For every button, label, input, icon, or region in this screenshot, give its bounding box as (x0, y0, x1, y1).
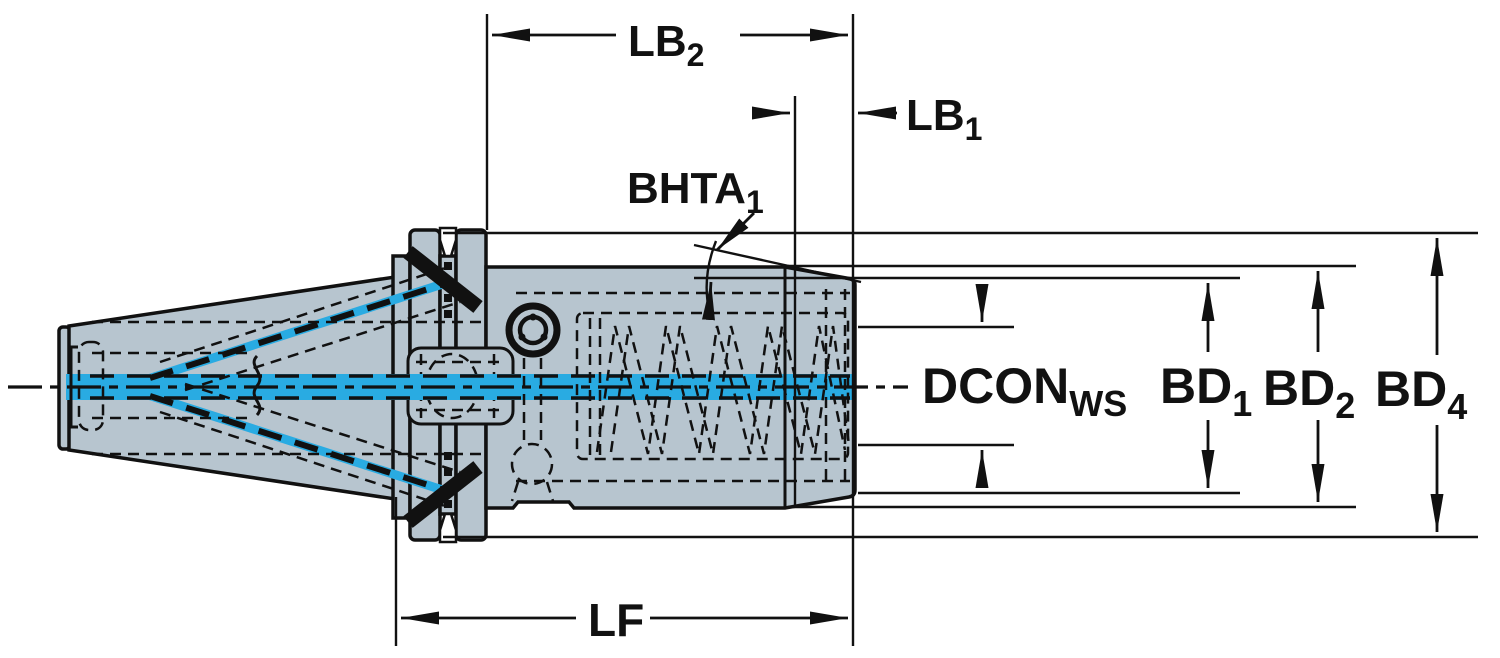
flange-drive-slot-bottom (403, 461, 483, 528)
spring-hidden-detail (595, 325, 847, 455)
dimension-label-bd4: BD4 (1375, 361, 1467, 427)
v-groove-bottom (438, 512, 458, 544)
dimension-label-bd1: BD1 (1160, 358, 1252, 424)
dimension-label-bd2: BD2 (1263, 360, 1355, 426)
extension-lines (394, 14, 1478, 646)
v-groove-top (438, 226, 458, 258)
dimension-label-lf: LF (588, 594, 644, 646)
dimension-label-bhta1: BHTA1 (627, 164, 764, 220)
angle-leader-arrow (716, 212, 755, 251)
taper-construction-line (693, 243, 862, 284)
flange-drive-slot-top (403, 246, 483, 313)
dimension-label-dcon-ws: DCONWS (922, 358, 1127, 424)
dimension-label-lb2: LB2 (628, 17, 704, 73)
dimension-lines (401, 28, 1444, 625)
dimension-label-lb1: LB1 (906, 91, 982, 147)
set-screw-head (505, 302, 561, 358)
